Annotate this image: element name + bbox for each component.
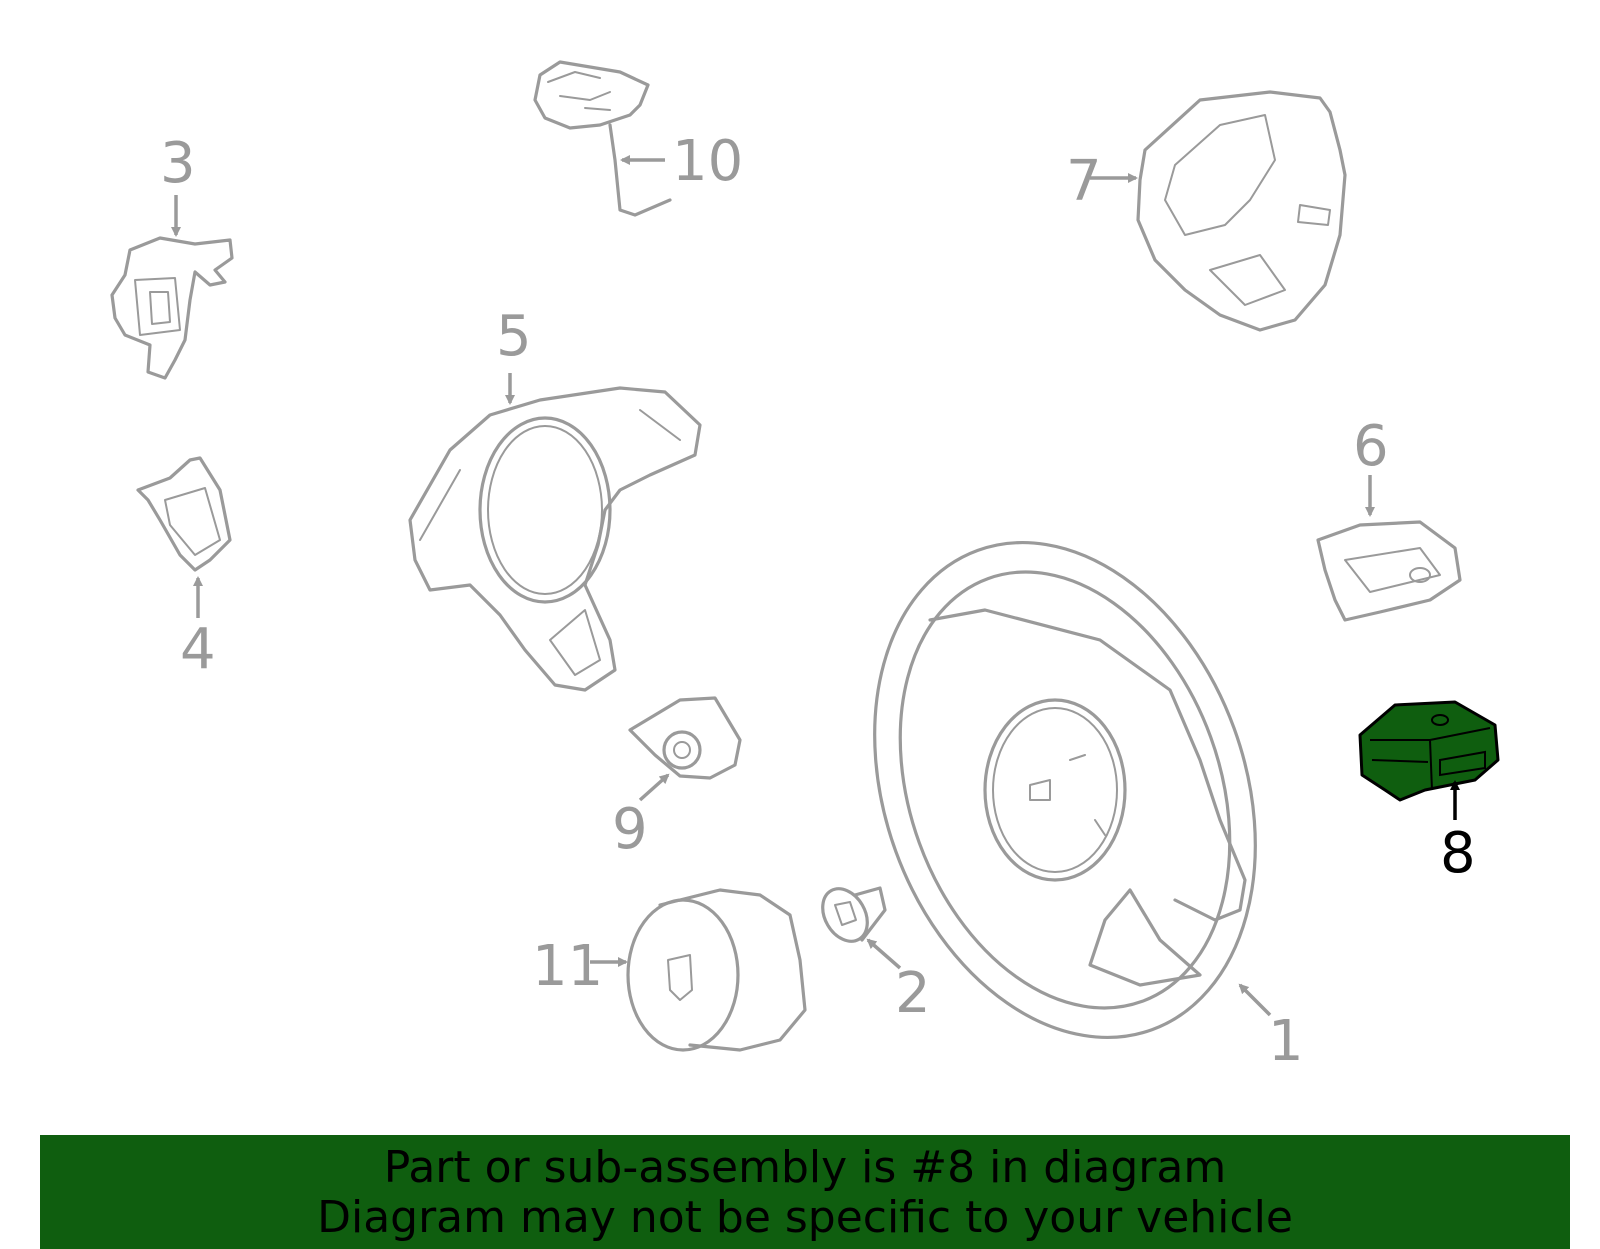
part-1-steering-wheel[interactable]	[809, 489, 1322, 1091]
callout-6-label: 6	[1353, 414, 1389, 479]
callout-4-label: 4	[180, 617, 216, 682]
callout-3-label: 3	[160, 131, 196, 196]
part-10-switch[interactable]	[533, 60, 672, 217]
info-banner: Part or sub-assembly is #8 in diagram Di…	[40, 1135, 1570, 1249]
part-3-switch-module[interactable]	[110, 236, 234, 380]
callout-10-label: 10	[672, 129, 743, 194]
callout-8-label: 8	[1440, 821, 1476, 886]
banner-line-2: Diagram may not be specific to your vehi…	[317, 1192, 1293, 1243]
part-7-rear-cover[interactable]	[1136, 90, 1347, 332]
part-11-airbag-module[interactable]	[626, 888, 807, 1052]
part-6-trim-cap[interactable]	[1316, 520, 1462, 622]
callout-1-arrow	[1238, 983, 1272, 1017]
callout-5-label: 5	[496, 304, 532, 369]
parts-diagram: 10 3 4 5 9 7 6	[110, 60, 1500, 1091]
callout-11-label: 11	[532, 934, 603, 999]
part-2-bolt[interactable]	[814, 881, 887, 949]
part-8-control-module[interactable]	[1358, 700, 1500, 802]
part-9-bracket[interactable]	[628, 696, 742, 780]
callout-7-label: 7	[1066, 149, 1102, 214]
callout-9-arrow	[638, 773, 670, 802]
callout-1-label: 1	[1268, 1009, 1304, 1074]
callout-2-label: 2	[895, 961, 931, 1026]
callout-2-arrow	[866, 938, 902, 970]
callout-9-label: 9	[612, 797, 648, 862]
part-5-trim-cover[interactable]	[408, 386, 702, 692]
part-4-trim[interactable]	[136, 456, 232, 572]
banner-line-1: Part or sub-assembly is #8 in diagram	[383, 1142, 1227, 1193]
